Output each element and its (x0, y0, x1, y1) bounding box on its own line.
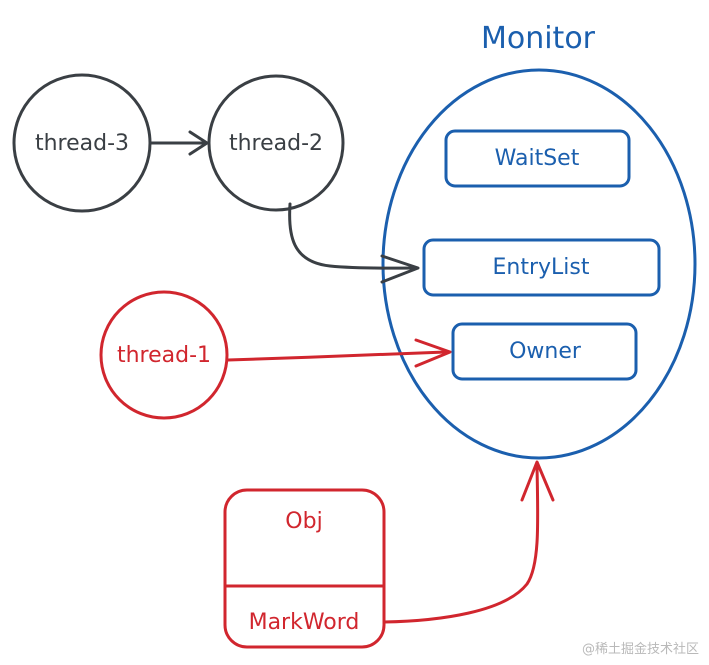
waitset-box: WaitSet (444, 129, 631, 188)
arrow-thread3-to-thread2 (148, 130, 209, 156)
thread-1-label: thread-1 (117, 343, 211, 368)
obj-box: Obj MarkWord (223, 488, 386, 649)
thread-3-node: thread-3 (12, 73, 152, 213)
owner-label: Owner (509, 339, 582, 364)
monitor-title: Monitor (481, 21, 596, 56)
arrow-thread2-to-entrylist (288, 202, 420, 284)
arrow-markword-to-monitor (382, 460, 555, 624)
arrow-thread1-to-owner (226, 338, 452, 368)
entrylist-box: EntryList (422, 238, 661, 297)
obj-title: Obj (285, 509, 322, 534)
markword-label: MarkWord (249, 610, 360, 635)
watermark-text: @稀土掘金技术社区 (581, 642, 699, 657)
owner-box: Owner (451, 322, 638, 381)
entrylist-label: EntryList (493, 255, 590, 280)
thread-2-node: thread-2 (207, 74, 345, 212)
monitor-ellipse (381, 68, 697, 460)
waitset-label: WaitSet (495, 146, 580, 171)
thread-3-label: thread-3 (35, 131, 129, 156)
thread-2-label: thread-2 (229, 131, 323, 156)
thread-1-node: thread-1 (99, 290, 229, 420)
